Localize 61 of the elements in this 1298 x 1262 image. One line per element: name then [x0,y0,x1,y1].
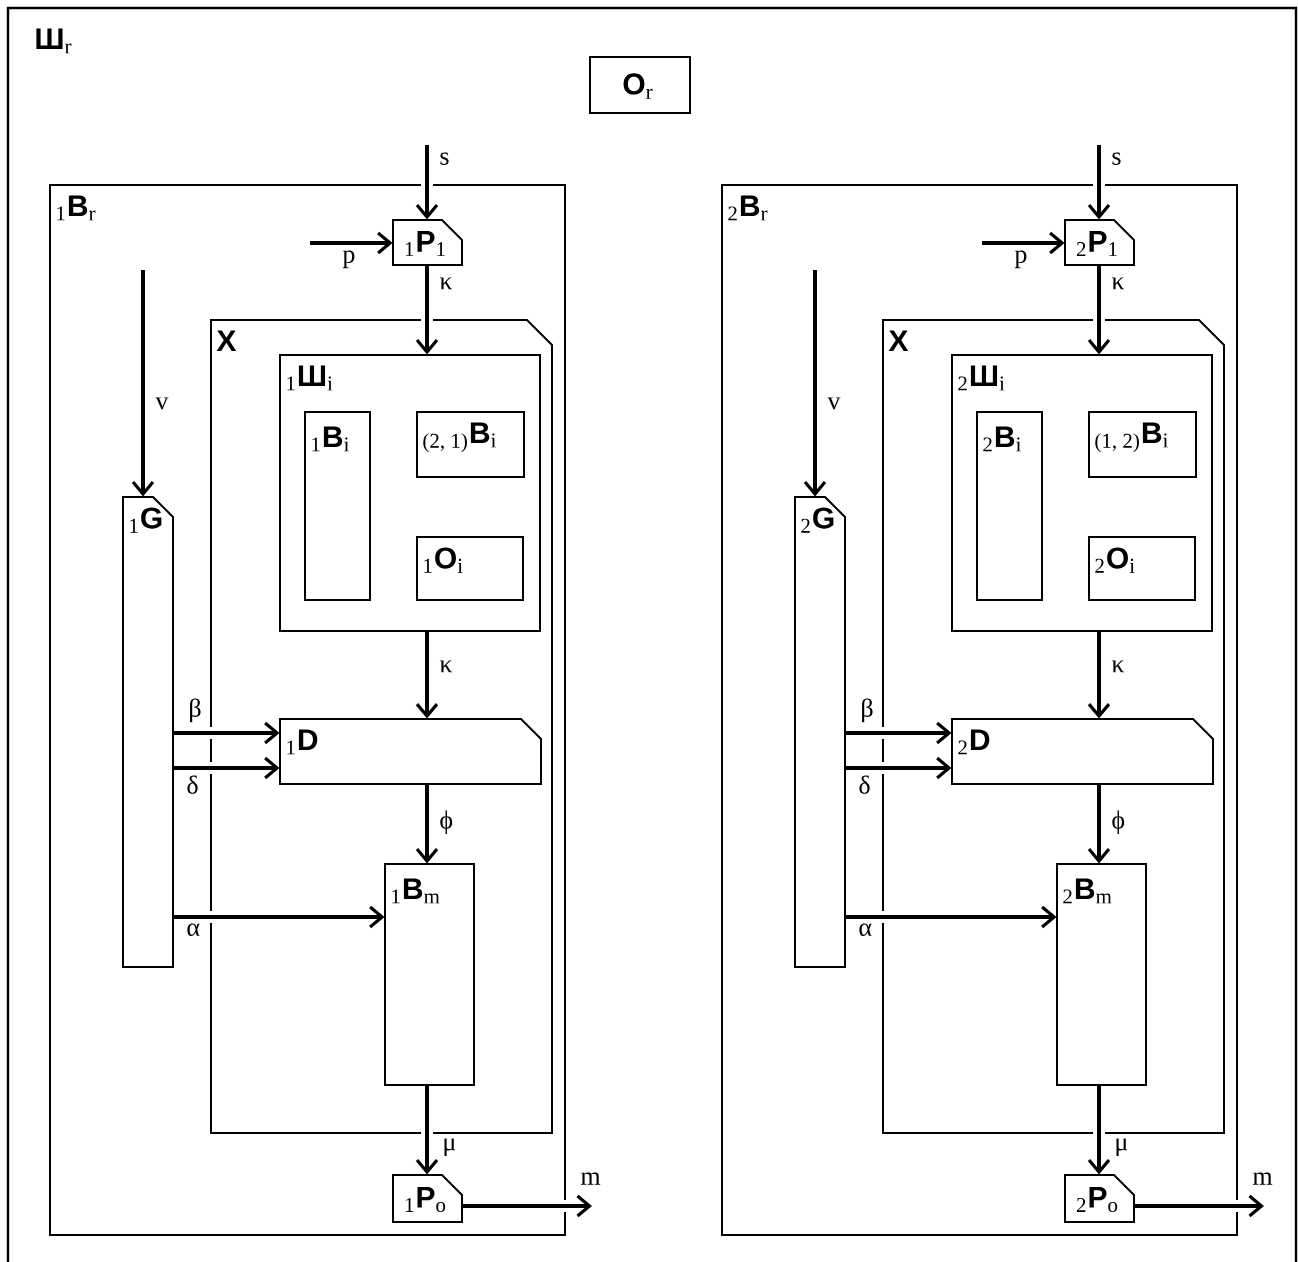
block-box: $_{1}$O$_{i}$ [416,536,524,601]
edge-label: m [1250,1170,1275,1187]
arrow [1087,265,1111,355]
arrow [131,270,155,497]
edge-label: κ [437,658,455,675]
block-box: $_{2}$O$_{i}$ [1088,536,1196,601]
arrow [845,721,952,745]
edge-label: s [1109,150,1124,167]
block-box: $_{1}$B$_{m}$ [384,863,475,1086]
arrow [845,756,952,780]
edge-label: κ [437,275,455,292]
arrow [1087,1085,1111,1175]
edge-label: μ [440,1136,459,1158]
arrow [1087,784,1111,864]
edge-label: α [184,921,203,938]
arrow [845,905,1057,929]
arrow [415,1085,439,1175]
block-box: $_{1}$B$_{i}$ [304,411,371,601]
arrow [173,721,280,745]
edge-label: ϕ [437,808,456,836]
block-box: $_{1}$D [279,718,542,785]
arrow [173,905,385,929]
edge-label: μ [1112,1136,1131,1158]
block-box: O$_{r}$ [589,56,691,114]
block-box: $_{2}$B$_{m}$ [1056,863,1147,1086]
edge-label: β [186,696,204,725]
block-box: $_{2}$D [951,718,1214,785]
arrow [415,265,439,355]
edge-label: δ [856,773,873,796]
arrow [1134,1194,1264,1218]
edge-label: m [578,1170,603,1187]
edge-label: v [825,395,843,412]
arrow [1087,145,1111,220]
block-box: $_{(2, 1)}$B$_{i}$ [416,411,525,478]
arrow [173,756,280,780]
edge-label: β [858,696,876,725]
arrow [803,270,827,497]
port-box: $_{1}$P$_{1}$ [392,219,463,266]
edge-label: ϕ [1109,808,1128,836]
port-box: $_{1}$P$_{o}$ [392,1174,463,1223]
arrow [982,231,1065,255]
edge-label: κ [1109,658,1127,675]
arrow [462,1194,592,1218]
generator-box: $_{2}$G [794,496,846,968]
block-box: $_{2}$B$_{i}$ [976,411,1043,601]
edge-label: v [153,395,171,412]
edge-label: α [856,921,874,938]
arrow [415,145,439,220]
port-box: $_{2}$P$_{1}$ [1064,219,1135,266]
generator-box: $_{1}$G [122,496,174,968]
arrow [310,231,393,255]
edge-label: p [340,248,358,271]
edge-label: δ [184,773,201,796]
edge-label: p [1012,248,1030,271]
edge-label: s [437,150,452,167]
arrow [415,631,439,719]
edge-label: κ [1109,275,1127,292]
arrow [1087,631,1111,719]
block-box: $_{(1, 2)}$B$_{i}$ [1088,411,1197,478]
port-box: $_{2}$P$_{o}$ [1064,1174,1135,1223]
arrow [415,784,439,864]
